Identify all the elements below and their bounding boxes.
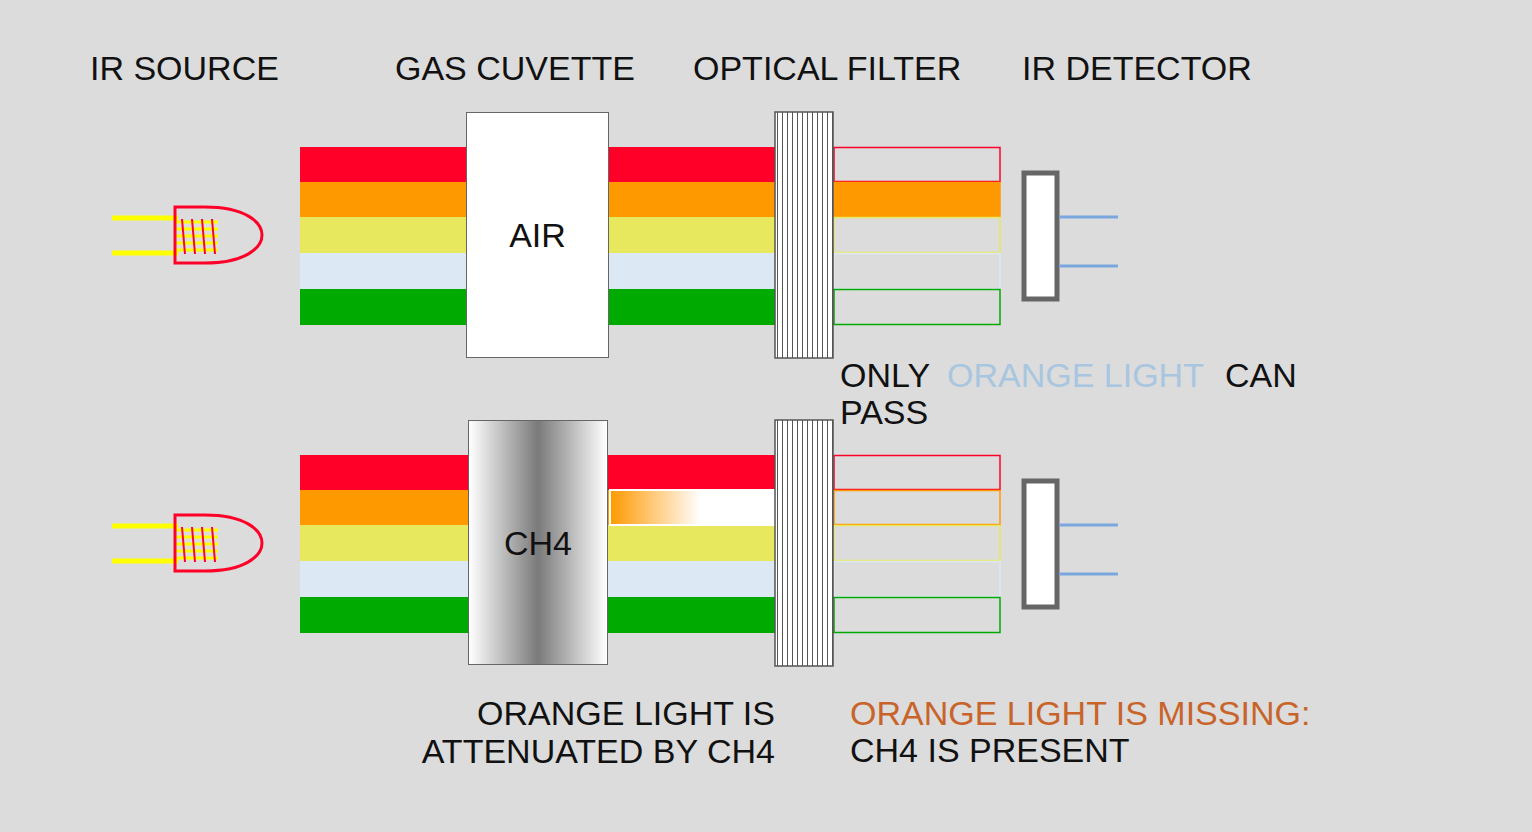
ir-detector: [1024, 173, 1057, 299]
attenuated-band: [610, 490, 775, 525]
detector-lead: [1059, 265, 1118, 268]
filter-note: PASS: [840, 393, 928, 431]
ir-lamp: [175, 515, 262, 571]
filament-coil: [176, 235, 218, 238]
detector-lead: [1059, 524, 1118, 527]
blocked-band: [834, 218, 1000, 253]
detector-lead: [1059, 573, 1118, 576]
filament-coil: [182, 527, 185, 562]
filament-coil: [176, 557, 218, 560]
lamp-lead: [112, 251, 178, 256]
filter-note: ORANGE LIGHT: [947, 356, 1204, 394]
part-name: OPTICAL FILTER: [693, 49, 961, 87]
detector-note: ORANGE LIGHT IS MISSING:: [850, 694, 1310, 732]
optical-path: [112, 420, 1118, 666]
blocked-band: [834, 598, 1000, 633]
blocked-band: [834, 562, 1000, 597]
part-name: IR SOURCE: [90, 49, 279, 87]
filament-coil: [176, 543, 218, 546]
filter-note: CAN: [1225, 356, 1297, 394]
filament-coil: [212, 527, 215, 562]
gas-name: CH4: [504, 524, 572, 562]
cuvette-note: ORANGE LIGHT IS ATTENUATED BY CH4: [375, 694, 775, 770]
lamp-lead: [112, 524, 178, 529]
detector-note: CH4 IS PRESENT: [850, 731, 1130, 769]
optical-path: [112, 112, 1118, 358]
optical-filter: [775, 420, 833, 666]
blocked-band: [834, 456, 1000, 490]
part-name: IR DETECTOR: [1022, 49, 1252, 87]
passed-band: [834, 183, 1000, 217]
blocked-band: [834, 290, 1000, 325]
detector-lead: [1059, 216, 1118, 219]
filament-coil: [212, 219, 215, 254]
lamp-lead: [112, 216, 178, 221]
filament-coil: [176, 242, 218, 245]
filament-coil: [192, 527, 195, 562]
lamp-lead: [112, 559, 178, 564]
part-name: GAS CUVETTE: [395, 49, 635, 87]
filter-note: ONLY: [840, 356, 930, 394]
blocked-band: [834, 526, 1000, 561]
blocked-band: [834, 254, 1000, 289]
blocked-band: [834, 148, 1000, 182]
ir-detector: [1024, 481, 1057, 607]
filament-coil: [202, 527, 205, 562]
filament-coil: [182, 219, 185, 254]
ir-lamp: [175, 207, 262, 263]
gas-cuvette: AIR: [466, 112, 609, 358]
filament-coil: [176, 550, 218, 553]
gas-cuvette: CH4: [468, 420, 608, 665]
filament-coil: [176, 249, 218, 252]
optical-filter: [775, 112, 833, 358]
blocked-band: [834, 491, 1000, 525]
light-band: [300, 217, 775, 253]
gas-name: AIR: [509, 216, 566, 254]
filament-coil: [202, 219, 205, 254]
filament-coil: [192, 219, 195, 254]
